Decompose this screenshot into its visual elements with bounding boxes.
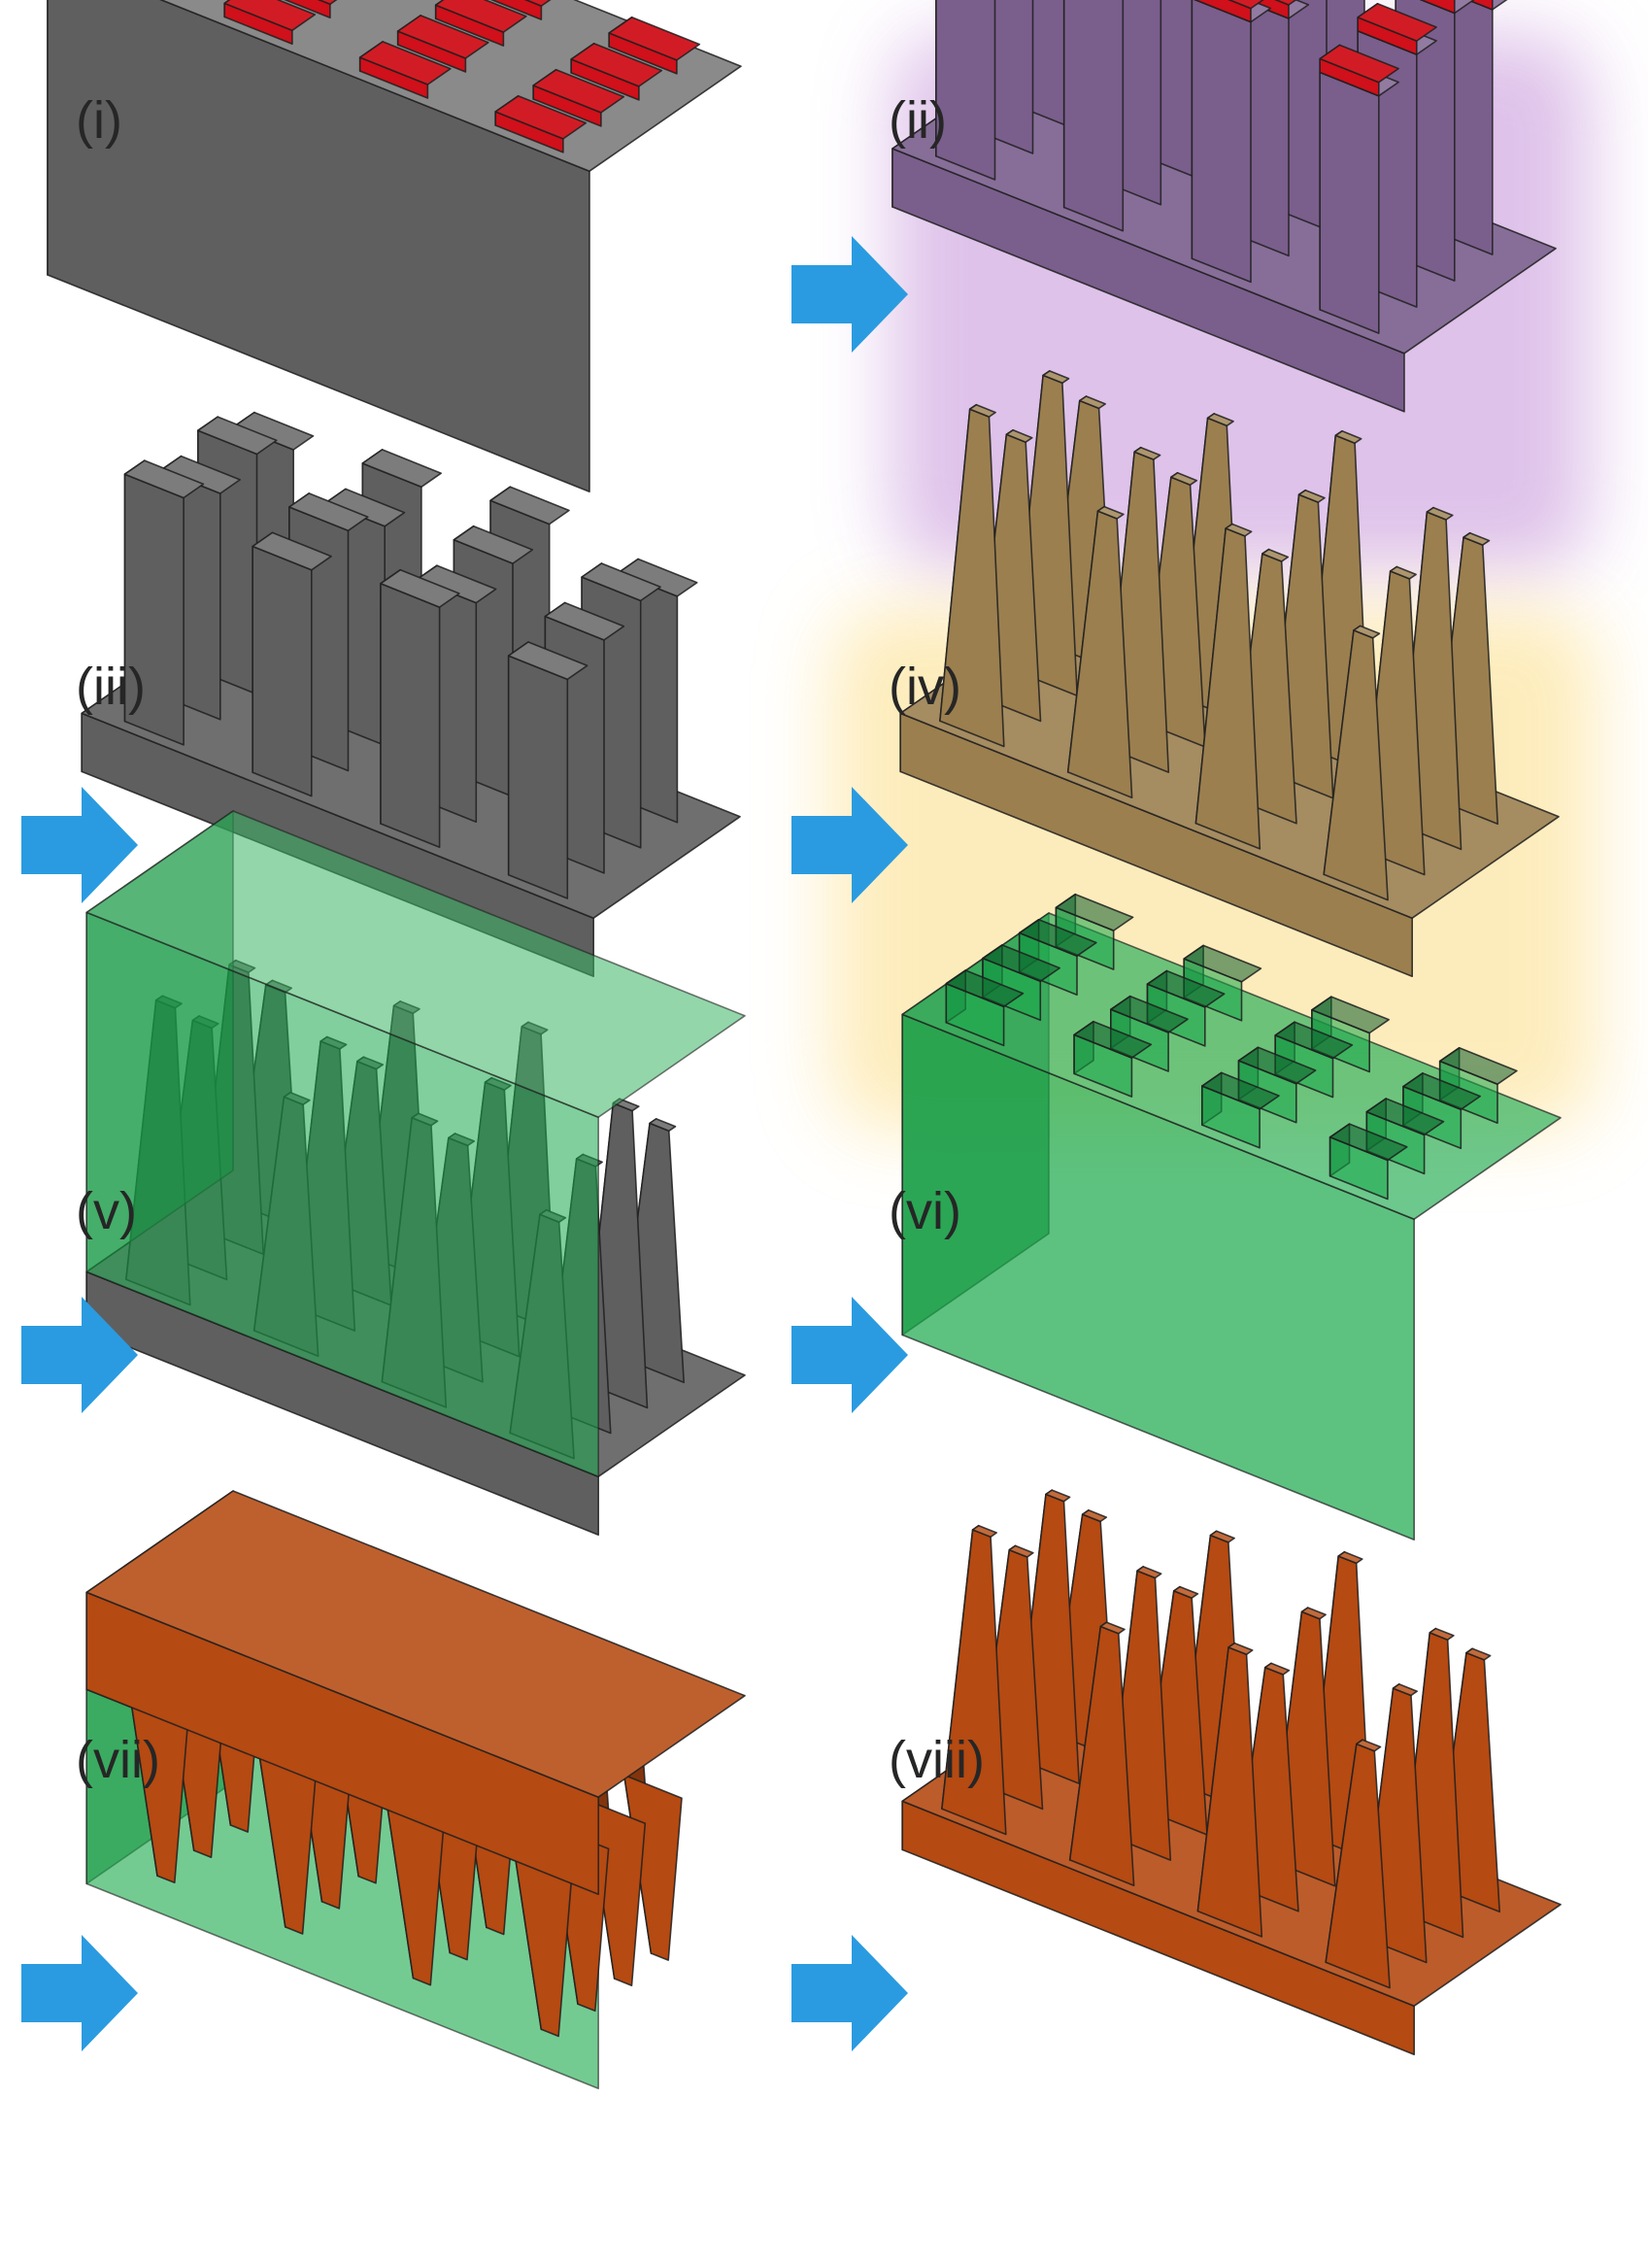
cone-0-3 (941, 1524, 1007, 1836)
pillar-2-3 (380, 568, 460, 849)
pillar-3-3 (1319, 44, 1399, 334)
label-v: (v) (76, 1182, 137, 1240)
label-iii: (iii) (76, 658, 146, 716)
cone-1-3 (1068, 1621, 1135, 1886)
copper-backing (85, 1490, 746, 1895)
arrow-vii-viii (791, 1935, 908, 2051)
cone-3-3 (1323, 625, 1389, 901)
pillar-2-3 (1191, 0, 1272, 284)
arrow-to-iii (21, 787, 138, 903)
pillar-1-3 (252, 531, 332, 797)
mask-pad-1-3 (223, 0, 317, 46)
pillar-0-3 (935, 0, 996, 181)
cone-0-3 (939, 403, 1005, 748)
substrate-block (47, 0, 742, 493)
cone-3-3 (1325, 1739, 1391, 1989)
label-vi: (vi) (889, 1182, 961, 1240)
panel-v (85, 810, 746, 1536)
pillar-1-3 (1062, 0, 1125, 232)
panel-vi (901, 893, 1562, 1540)
arrow-iii-iv (791, 787, 908, 903)
pillar-3-3 (507, 641, 589, 899)
pillar-0-3 (123, 459, 205, 746)
panel-iii (81, 411, 741, 978)
label-viii: (viii) (889, 1731, 985, 1789)
cone-2-3 (1196, 1642, 1263, 1938)
mask-pad-3-2 (532, 69, 625, 127)
copper-spike-1-3 (257, 1734, 318, 1935)
mask-cap (1465, 0, 1494, 11)
cone-2-3 (1194, 523, 1261, 850)
arrow-to-v (21, 1297, 138, 1413)
mold-well-3-3 (1328, 1123, 1408, 1201)
mask-pad-2-1 (434, 0, 527, 47)
panel-i (47, 0, 742, 493)
mask-cap (1194, 0, 1264, 23)
arrow-v-vi (791, 1297, 908, 1413)
mask-pad-3-1 (570, 42, 663, 101)
mold-well-2-3 (1201, 1071, 1280, 1149)
copper-spike-0-3 (129, 1683, 189, 1884)
mask-pad-2-2 (396, 15, 489, 73)
panel-iv (899, 370, 1560, 978)
mask-cap (1357, 2, 1437, 55)
mask-pad-3-3 (494, 95, 588, 153)
label-vii: (vii) (76, 1731, 160, 1789)
arrow-i-ii (791, 236, 908, 353)
mask-pad-3-0 (608, 16, 701, 75)
process-arrows (21, 236, 908, 2051)
label-ii: (ii) (889, 91, 947, 150)
mask-pad-2-0 (490, 0, 552, 20)
copper-spike-3-3 (513, 1837, 573, 2038)
panel-ii (891, 0, 1557, 413)
label-i: (i) (76, 91, 122, 150)
mold-well-1-3 (1073, 1020, 1153, 1098)
mask-pad-2-3 (358, 41, 452, 99)
mask-cap (1319, 44, 1399, 97)
polymer-matrix (85, 810, 746, 1477)
arrow-to-vii (21, 1935, 138, 2051)
panel-vii (85, 1490, 746, 2089)
mold-well-0-3 (945, 969, 1025, 1047)
label-iv: (iv) (889, 658, 961, 716)
mask-pad-1-2 (284, 0, 338, 19)
mask-cap (1419, 0, 1456, 15)
cone-1-3 (1066, 505, 1133, 799)
panel-viii (901, 1489, 1562, 2055)
